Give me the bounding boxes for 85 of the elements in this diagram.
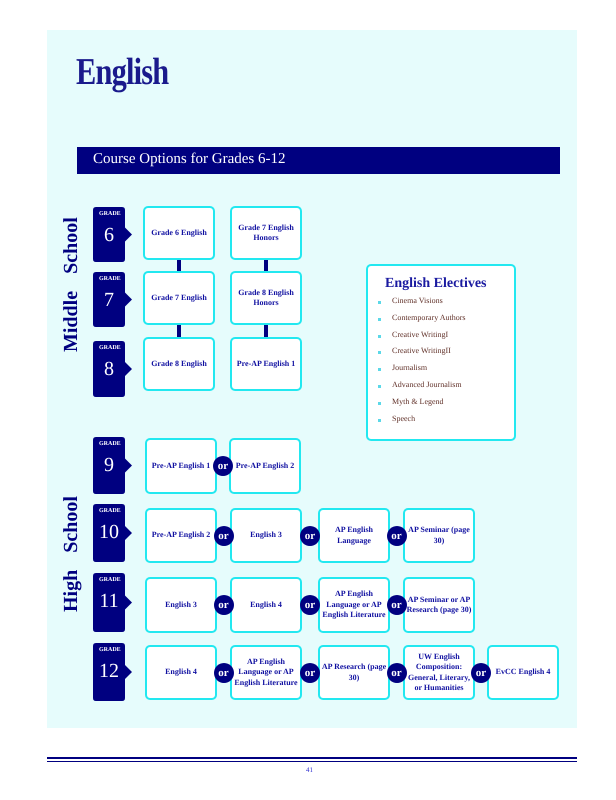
course-name: AP English Language or AP English Literature: [321, 589, 387, 621]
course-name: Grade 7 English: [150, 292, 208, 304]
course-name: EvCC English 4: [494, 667, 552, 678]
course-box: [318, 645, 390, 700]
course-name: English 3: [164, 600, 198, 610]
course-box: [145, 577, 217, 633]
heading-text: Course Options for Grades 6-12: [93, 151, 286, 168]
course-name: UW English Composition: General, Literary, or Humanities: [407, 652, 471, 694]
course-name: Grade 6 English: [150, 228, 208, 238]
grade-marker: [93, 341, 132, 397]
page-title: English: [76, 50, 168, 94]
choice-word: or: [391, 599, 402, 611]
course-box: [143, 206, 215, 260]
course-name: English 4: [249, 600, 283, 610]
course-box: [145, 438, 217, 494]
electives-panel: [366, 264, 516, 441]
choice-word: or: [218, 460, 228, 472]
course-box: [230, 206, 302, 260]
elective-item: Speech: [392, 414, 416, 423]
course-name: Pre-AP English 1: [150, 460, 212, 472]
connector-line: [177, 325, 181, 337]
course-box: [229, 438, 301, 494]
elective-item: Creative WritingII: [392, 346, 451, 356]
elective-item: Creative WritingI: [392, 330, 448, 339]
course-box: [230, 645, 302, 700]
course-box: [403, 577, 475, 633]
choice-word: or: [391, 666, 402, 678]
course-box: [145, 645, 217, 700]
course-name: Pre-AP English 1: [236, 358, 296, 370]
grade-number: 12: [98, 660, 120, 683]
elective-item: Contemporary Authors: [392, 312, 466, 322]
choice-word: or: [218, 666, 229, 678]
elective-item: Journalism: [392, 363, 428, 372]
grade-marker: [93, 207, 132, 262]
connector-line: [177, 260, 181, 271]
grade-number: 11: [98, 590, 120, 613]
course-name: AP Research (page 30): [320, 662, 388, 683]
section-label: Middle School: [60, 217, 83, 352]
grade-marker: [93, 272, 132, 327]
course-box: [230, 508, 302, 563]
connector-line: [264, 260, 268, 271]
choice-word: or: [391, 530, 402, 542]
course-box: [230, 577, 302, 633]
choice-word: or: [476, 666, 486, 678]
elective-item: Cinema Visions: [392, 296, 443, 305]
course-name: AP Seminar or AP Research (page 30): [406, 594, 472, 616]
panel-heading: English Electives: [385, 276, 487, 292]
course-box: [145, 508, 217, 563]
grade-marker: [93, 437, 132, 494]
course-box: [318, 508, 390, 563]
course-name: AP Seminar (page 30): [407, 525, 471, 546]
course-box: [143, 271, 215, 325]
grade-marker: [93, 573, 132, 632]
course-name: Pre-AP English 2: [234, 460, 296, 472]
course-box: [230, 337, 302, 391]
grade-number: 7: [103, 289, 115, 312]
grade-number: 9: [103, 454, 115, 477]
course-name: AP English Language or AP English Literature: [233, 656, 299, 688]
course-name: AP English Language: [334, 525, 374, 546]
course-name: Grade 8 English Honors: [237, 288, 295, 308]
choice-word: or: [304, 530, 316, 542]
course-name: Grade 7 English Honors: [237, 222, 295, 244]
grade-number: 6: [103, 224, 115, 247]
grade-number: 8: [103, 358, 115, 381]
course-box: [403, 508, 475, 563]
elective-item: Advanced Journalism: [392, 380, 462, 389]
course-name: English 3: [249, 530, 283, 541]
course-name: English 4: [164, 667, 198, 678]
course-box: [487, 645, 559, 700]
grade-marker: [93, 504, 132, 562]
course-name: Pre-AP English 2: [150, 530, 212, 541]
choice-word: or: [218, 530, 229, 542]
course-box: [143, 337, 215, 391]
choice-word: or: [304, 599, 316, 611]
course-name: Grade 8 English: [150, 358, 208, 370]
grade-number: 10: [98, 521, 120, 544]
connector-line: [264, 325, 268, 337]
section-label: High School: [60, 496, 83, 612]
course-box: [403, 645, 475, 700]
course-box: [230, 271, 302, 325]
elective-item: Myth & Legend: [392, 396, 444, 406]
choice-word: or: [218, 599, 229, 611]
grade-marker: [93, 643, 132, 701]
choice-word: or: [304, 666, 316, 678]
course-box: [318, 577, 390, 633]
